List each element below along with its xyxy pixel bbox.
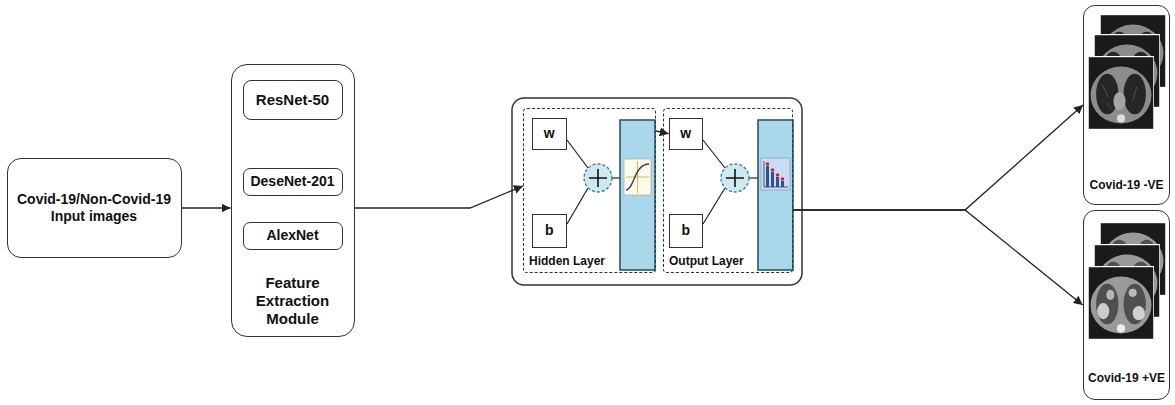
model-box: DeseNet-201 [243, 168, 343, 196]
bias-box: b [669, 214, 703, 248]
ct-scan-image [1088, 56, 1154, 129]
softmax-axes [764, 161, 788, 187]
node-label: AlexNet [266, 227, 318, 244]
bias-box: b [532, 214, 567, 248]
plus-symbol [726, 169, 744, 187]
result-box: Covid-19 +VE [1083, 210, 1171, 400]
weight-line [703, 140, 725, 168]
node-label: Hidden Layer [529, 254, 605, 268]
softmax-bar-mark [766, 166, 769, 187]
sum-line [612, 177, 620, 178]
node-label: w [544, 125, 555, 142]
node-label: Covid-19/Non-Covid-19 Input images [14, 191, 175, 225]
bias-line [567, 188, 588, 224]
arrow-connector [355, 186, 524, 208]
weight-line [567, 140, 588, 168]
result-box: Covid-19 -VE [1083, 5, 1170, 205]
softmax-icon [761, 158, 790, 190]
activation-bar [620, 120, 655, 270]
sum-circle [584, 164, 612, 192]
softmax-dot [781, 177, 785, 181]
arrow-connector [793, 210, 1083, 305]
bias-line [703, 188, 725, 224]
tanh-icon [624, 159, 651, 195]
node-label: Covid-19 -VE [1089, 178, 1163, 192]
node-label: Feature Extraction Module [237, 274, 349, 328]
softmax-dot [771, 168, 775, 172]
node-label: ResNet-50 [256, 91, 329, 109]
softmax-bar-mark [771, 172, 774, 187]
node-label: b [545, 222, 554, 239]
tanh-axes [626, 161, 649, 193]
layer-box: Output Layer w b [663, 108, 793, 273]
weight-box: w [669, 118, 703, 150]
node-label: DeseNet-201 [250, 173, 334, 190]
plus-symbol [589, 169, 607, 187]
model-box: AlexNet [243, 222, 343, 250]
layer-box: Hidden Layer w b [523, 108, 656, 273]
softmax-dot [776, 173, 780, 177]
node-label: Output Layer [669, 254, 744, 268]
ct-scan-image [1088, 266, 1154, 339]
tanh-curve [626, 164, 649, 190]
softmax-bar-mark [776, 177, 779, 187]
weight-box: w [532, 118, 567, 150]
softmax-dot [766, 162, 770, 166]
network-frame [512, 98, 802, 285]
sum-line [749, 177, 758, 178]
sum-circle [721, 164, 749, 192]
arrow-connector [182, 207, 231, 208]
softmax-bar-mark [781, 181, 784, 187]
model-box: ResNet-50 [243, 80, 343, 120]
module-box: Feature Extraction Module ResNet-50DeseNe… [231, 64, 355, 337]
softmax-bar [758, 120, 793, 270]
input-box: Covid-19/Non-Covid-19 Input images [7, 158, 182, 258]
arrow-connector [793, 105, 1083, 210]
node-label: b [681, 222, 690, 239]
node-label: Covid-19 +VE [1088, 371, 1165, 385]
node-label: w [680, 125, 691, 142]
